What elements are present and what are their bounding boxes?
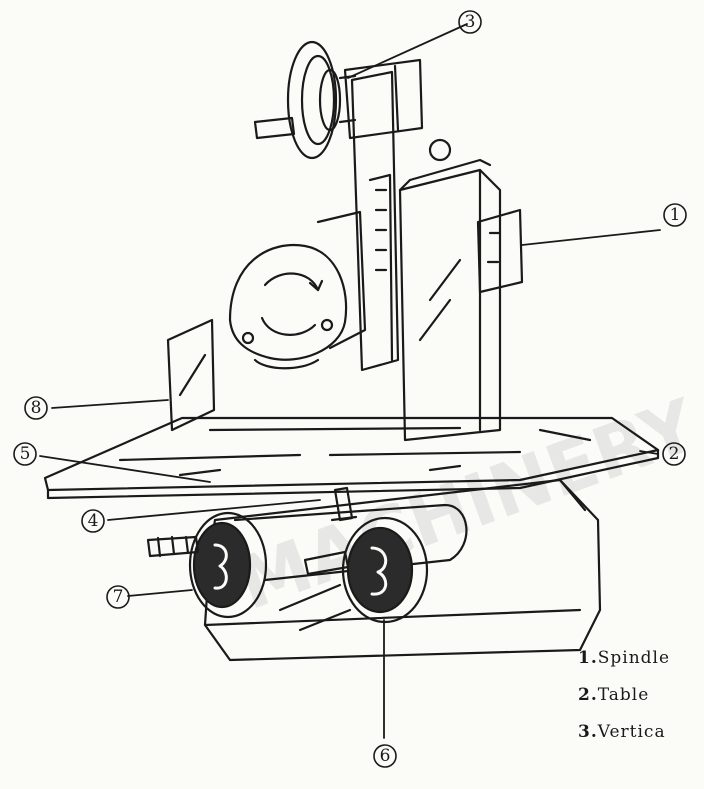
callout-6: 6 (380, 746, 391, 766)
legend-item: 3.Vertica (578, 714, 704, 751)
legend-item: 2.Table (578, 677, 704, 714)
longitudinal-handwheel (146, 511, 268, 619)
work-table (43, 416, 660, 500)
callout-7: 7 (113, 587, 124, 607)
callout-2: 2 (669, 444, 680, 464)
legend-number: 1. (578, 648, 598, 668)
vertical-handwheel (253, 40, 357, 160)
legend-item: 1.Spindle (578, 640, 704, 677)
table-bolt (330, 486, 358, 522)
column (398, 158, 502, 442)
callout-4: 4 (88, 511, 99, 531)
cross-handwheel (303, 516, 429, 624)
legend-number: 3. (578, 722, 598, 742)
legend-text: Spindle (597, 648, 671, 668)
legend-number: 2. (578, 685, 598, 705)
leader-lines (39, 23, 661, 739)
splash-guard (166, 318, 216, 432)
callout-5: 5 (20, 444, 31, 464)
wheel-guard (228, 210, 367, 370)
vertical-slide (343, 58, 452, 372)
callout-8: 8 (31, 398, 42, 418)
callout-3: 3 (465, 12, 476, 32)
legend-text: Vertica (597, 722, 666, 742)
spindle-motor-box (476, 208, 524, 294)
cross-feed-drum (233, 503, 468, 582)
legend-text: Table (597, 685, 650, 705)
callout-circles (13, 10, 687, 768)
callout-1: 1 (670, 205, 681, 225)
parts-legend: 1.Spindle 2.Table 3.Vertica (578, 640, 704, 751)
